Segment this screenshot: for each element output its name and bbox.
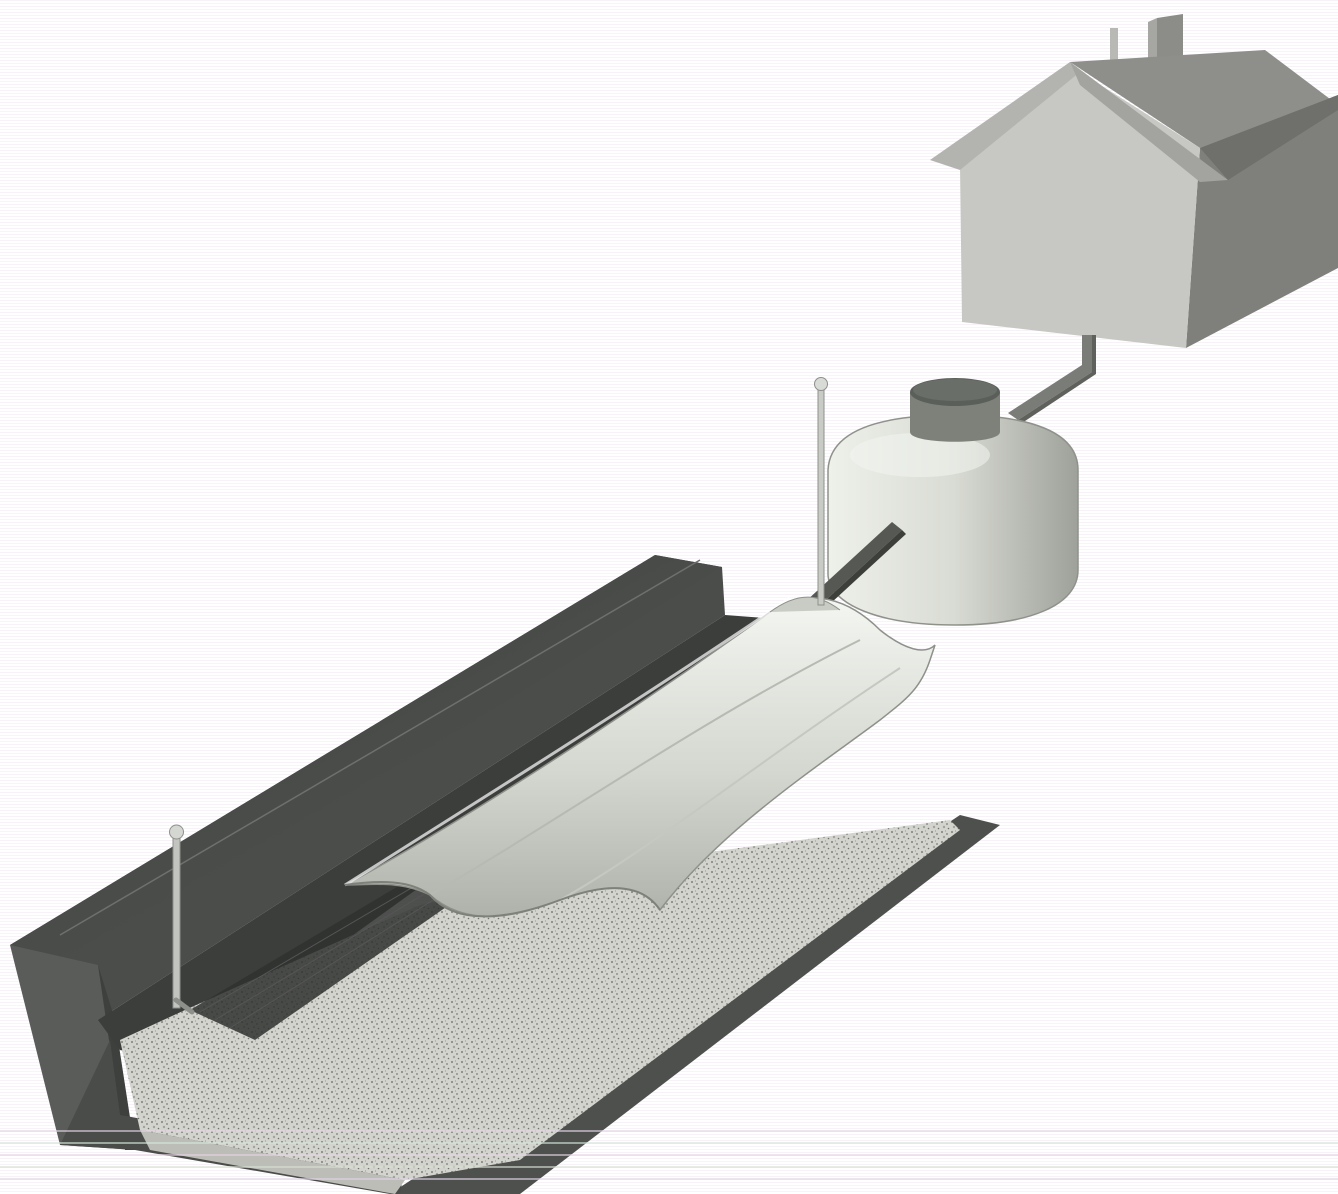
house-drain-pipe [1008, 335, 1096, 423]
house-icon [930, 14, 1338, 348]
bottom-scan-stripes [0, 1130, 1338, 1180]
vent-pipe-icon [169, 377, 828, 1015]
inspection-port-far [814, 377, 828, 606]
gravel-bed [120, 820, 960, 1180]
tank-riser [910, 392, 1000, 442]
vent-stack [1110, 28, 1118, 70]
tank-icon [827, 378, 1079, 626]
inspection-port-near [169, 824, 195, 1015]
tank-outlet-pipe [805, 522, 906, 614]
house-front-wall [960, 72, 1200, 348]
